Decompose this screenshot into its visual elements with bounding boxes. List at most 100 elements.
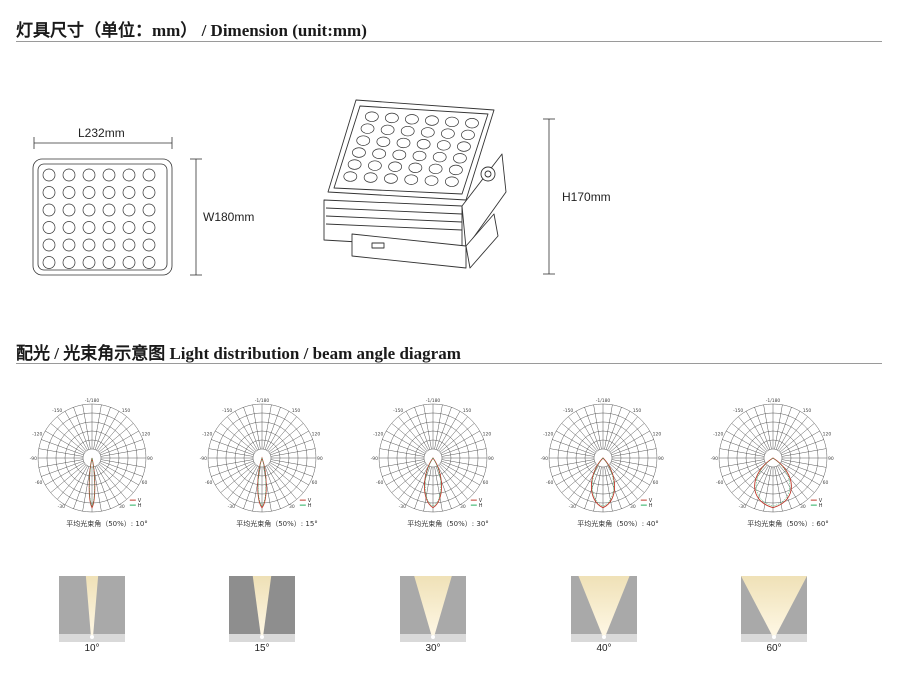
polar-tick-label: 30 [119,504,125,510]
height-dimension-line [543,118,555,275]
led-lens [142,221,156,234]
polar-tick-label: -1/180 [255,398,270,404]
polar-tick-label: -90 [541,456,548,462]
led-lens [385,112,399,124]
section-divider [16,363,882,364]
led-lens [142,256,156,269]
led-lens [42,256,56,269]
led-lens [388,161,402,172]
polar-tick-label: 60 [653,480,659,486]
polar-tick-label: -1/180 [596,398,611,404]
vertical-curve [591,457,615,509]
polar-tick-label: -150 [733,408,743,414]
front-led-grid [42,168,156,269]
led-lens [102,221,116,234]
led-lens [352,147,366,158]
led-lens [142,168,156,182]
led-lens [42,186,56,199]
led-lens [392,149,407,160]
polar-tick-label: -1/180 [426,398,441,404]
light-source [772,635,776,639]
polar-tick-label: -150 [563,408,573,414]
legend-h-label: H [138,503,142,509]
light-cone [414,576,452,637]
length-label: L232mm [78,126,125,140]
led-lens [384,173,398,184]
led-lens [461,129,475,141]
beam-angle-label: 15° [254,643,270,654]
polar-tick-label: -1/180 [766,398,781,404]
beam-angle-label: 40° [596,643,612,654]
led-lens [82,168,96,182]
led-lens [465,118,479,129]
led-lens [142,203,156,217]
led-lens [372,148,386,159]
polar-tick-label: 30 [630,504,636,510]
led-lens [82,186,96,199]
light-cone [85,576,99,637]
led-lens [62,168,76,182]
horizontal-curve [89,457,95,507]
legend-v-label: V [479,498,483,504]
horizontal-curve [755,457,791,507]
polar-tick-label: 150 [633,408,642,414]
polar-tick-label: -90 [200,456,207,462]
led-lens [62,221,76,234]
distribution-section-title: 配光 / 光束角示意图 Light distribution / beam an… [16,344,461,363]
led-lens [408,162,423,173]
polar-tick-label: 90 [488,456,494,462]
polar-tick-label: -150 [222,408,232,414]
legend-v-label: V [308,498,312,504]
polar-tick-label: -120 [373,431,383,437]
light-cone [252,576,272,637]
led-lens [436,140,451,151]
polar-tick-label: -30 [399,504,406,510]
led-lens [62,256,76,269]
dimension-section-title: 灯具尺寸（单位：mm） / Dimension (unit:mm) [16,21,367,40]
legend-h-label: H [308,503,312,509]
led-lens [424,175,439,186]
height-label: H170mm [562,190,611,204]
beam-angle-label: 30° [425,643,441,654]
led-lens [363,172,378,183]
polar-tick-label: -90 [30,456,37,462]
polar-tick-label: 120 [653,431,662,437]
front-view-drawing [32,137,202,276]
light-cone [741,576,807,637]
led-lens [360,123,375,134]
led-lens [356,135,371,146]
led-lens [122,221,136,234]
led-lens [396,137,411,149]
beam-visual [229,576,295,642]
led-lens [347,159,362,170]
led-lens [42,221,56,234]
led-lens [432,151,447,163]
legend-v-label: V [138,498,142,504]
legend-h-label: H [649,503,653,509]
led-lens [62,203,76,217]
led-lens [102,256,116,269]
polar-tick-label: -60 [546,480,553,486]
polar-tick-label: 120 [312,431,321,437]
led-lens [425,115,439,126]
polar-tick-label: 60 [142,480,148,486]
polar-tick-label: -90 [371,456,378,462]
led-lens [380,124,395,136]
polar-tick-label: -30 [739,504,746,510]
led-lens [42,238,56,252]
led-lens [102,186,116,199]
led-lens [102,168,116,182]
polar-tick-label: -120 [713,431,723,437]
beam-visual [400,576,466,642]
polar-tick-label: 120 [483,431,492,437]
polar-tick-label: -120 [32,431,42,437]
polar-tick-label: -30 [228,504,235,510]
led-lens [82,238,96,252]
polar-tick-label: 90 [147,456,153,462]
polar-tick-label: -150 [52,408,62,414]
led-lens [62,238,76,252]
horizontal-curve [592,457,614,507]
led-lens [405,114,419,125]
